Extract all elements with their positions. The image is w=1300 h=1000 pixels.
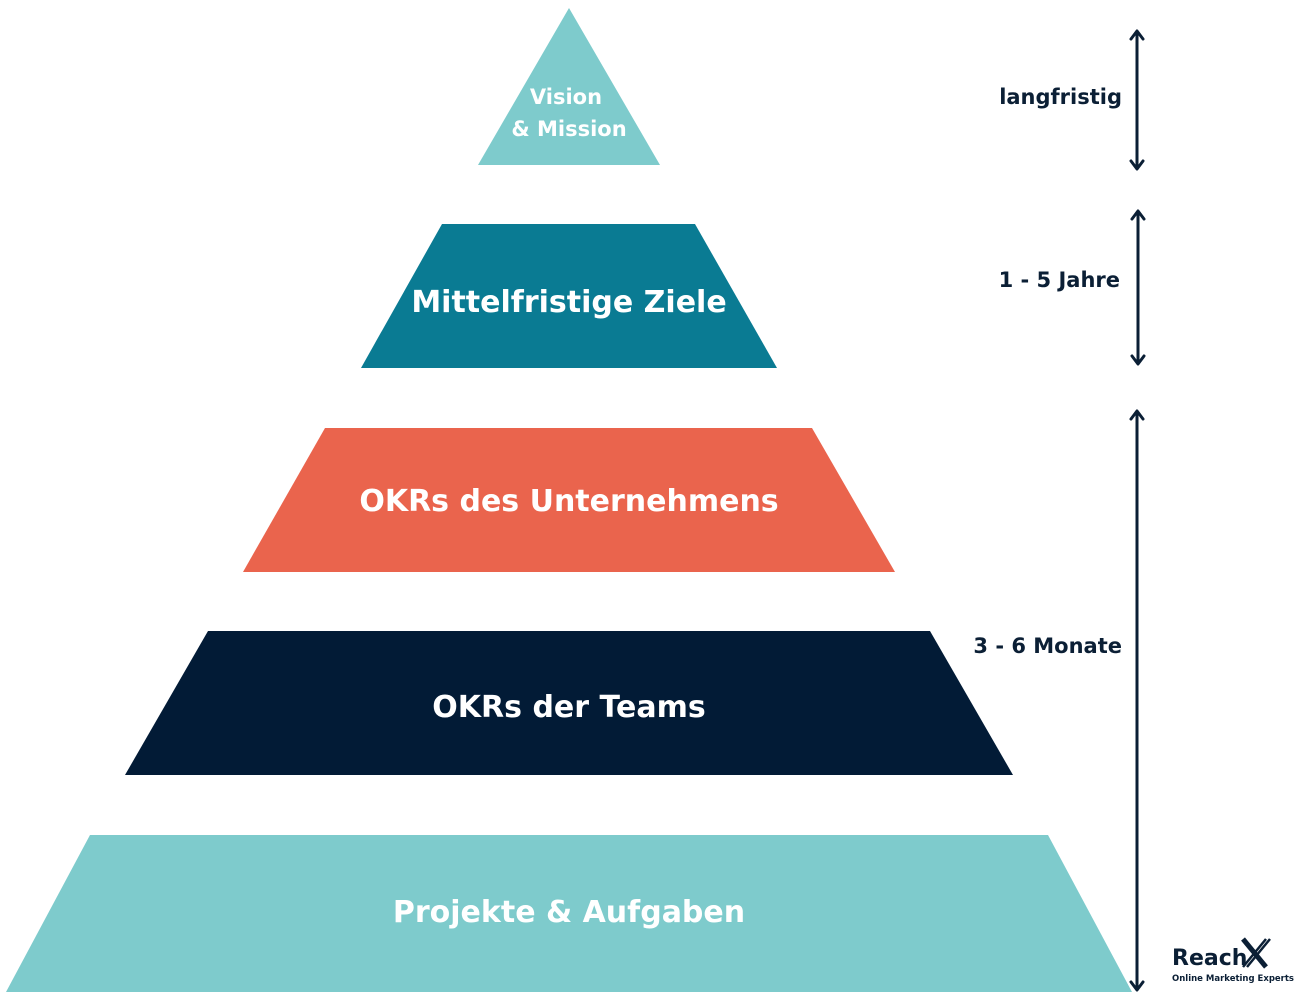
pyramid-label-mission: & Mission	[511, 117, 626, 141]
timescale-arrow-3-6-monate	[1129, 409, 1145, 992]
pyramid-level-okrs-unternehmen: OKRs des Unternehmens	[243, 428, 895, 572]
timescale-arrow-langfristig	[1129, 29, 1145, 171]
pyramid-level-mittelfristige-ziele: Mittelfristige Ziele	[361, 224, 777, 368]
logo-wordmark: Reach	[1172, 946, 1247, 971]
pyramid-shape-okrs-unternehmen	[243, 428, 895, 572]
arrow-down-icon	[1129, 159, 1145, 171]
logo-x-mark-icon	[1241, 937, 1271, 969]
pyramid-label-projekte-aufgaben: Projekte & Aufgaben	[393, 895, 745, 930]
reach-logo: Reach Online Marketing Experts	[1172, 937, 1294, 984]
pyramid-level-projekte-aufgaben: Projekte & Aufgaben	[6, 835, 1132, 992]
pyramid-label-okrs-teams: OKRs der Teams	[432, 690, 705, 725]
pyramid-shape-projekte-aufgaben	[6, 835, 1132, 992]
arrow-down-icon	[1130, 354, 1146, 366]
pyramid-shape-mittelfristige-ziele	[361, 224, 777, 368]
pyramid-label-vision: Vision	[530, 85, 602, 109]
timescale-arrow-1-5-jahre	[1130, 209, 1146, 366]
pyramid-shape-vision-mission	[478, 8, 660, 165]
timescale-label-langfristig: langfristig	[999, 85, 1122, 109]
arrow-down-icon	[1129, 980, 1145, 992]
timescale-label-1-5-jahre: 1 - 5 Jahre	[999, 268, 1120, 292]
arrow-up-icon	[1129, 29, 1145, 41]
timescale-label-3-6-monate: 3 - 6 Monate	[973, 634, 1122, 658]
pyramid-level-vision-mission: Vision & Mission	[478, 8, 660, 165]
pyramid-label-okrs-unternehmen: OKRs des Unternehmens	[359, 484, 778, 519]
logo-tagline: Online Marketing Experts	[1172, 974, 1294, 984]
pyramid-level-okrs-teams: OKRs der Teams	[125, 631, 1013, 775]
pyramid-shape-okrs-teams	[125, 631, 1013, 775]
arrow-up-icon	[1129, 409, 1145, 421]
pyramid-label-mittelfristige-ziele: Mittelfristige Ziele	[411, 285, 726, 320]
arrow-up-icon	[1130, 209, 1146, 221]
